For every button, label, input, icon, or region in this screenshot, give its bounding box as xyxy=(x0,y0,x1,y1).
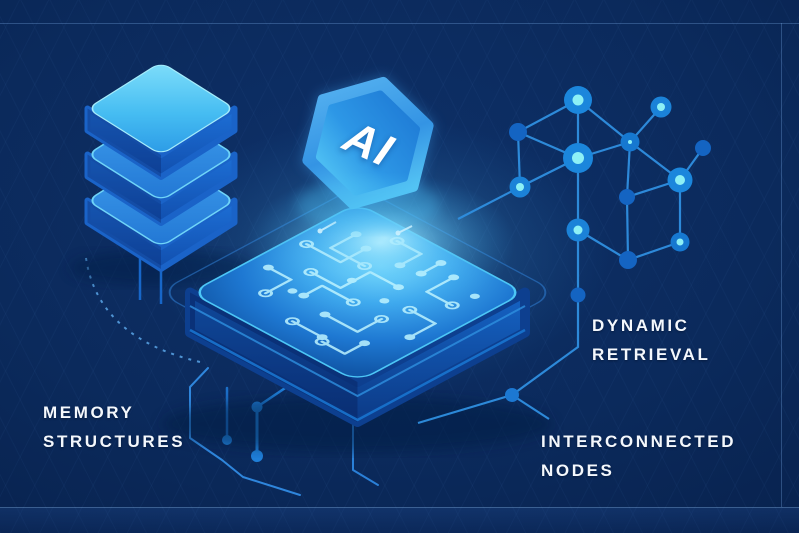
label-interconnected-nodes: INTERCONNECTED NODES xyxy=(541,427,736,485)
network-node xyxy=(620,132,640,152)
network-node xyxy=(570,287,586,303)
label-memory-structures: MEMORY STRUCTURES xyxy=(43,398,185,456)
network-nodes xyxy=(505,86,711,402)
frame-line-bottom xyxy=(0,507,799,508)
network-node xyxy=(566,218,590,242)
label-nodes-line1: INTERCONNECTED xyxy=(541,432,737,451)
label-dynamic-line2: RETRIEVAL xyxy=(592,345,711,364)
network-node xyxy=(695,140,711,156)
frame-line-right xyxy=(781,23,782,507)
network-node xyxy=(619,189,635,205)
network-node xyxy=(505,388,519,402)
label-memory-line1: MEMORY xyxy=(43,403,135,422)
label-memory-line2: STRUCTURES xyxy=(43,432,186,451)
network-node xyxy=(670,232,690,252)
network-node xyxy=(509,176,531,198)
label-nodes-line2: NODES xyxy=(541,461,615,480)
network-node xyxy=(619,251,637,269)
network-node xyxy=(564,86,592,114)
label-dynamic-retrieval: DYNAMIC RETRIEVAL xyxy=(592,311,710,369)
network-node xyxy=(509,123,527,141)
memory-stack xyxy=(69,64,253,304)
bottom-strip xyxy=(0,508,799,533)
network-node xyxy=(563,143,593,173)
node-network xyxy=(417,86,711,425)
network-node xyxy=(650,96,672,118)
label-dynamic-line1: DYNAMIC xyxy=(592,316,690,335)
stack-layer xyxy=(84,64,238,180)
frame-line-top xyxy=(0,23,799,24)
network-node xyxy=(667,167,693,193)
hexagon-under-glow xyxy=(296,179,440,231)
